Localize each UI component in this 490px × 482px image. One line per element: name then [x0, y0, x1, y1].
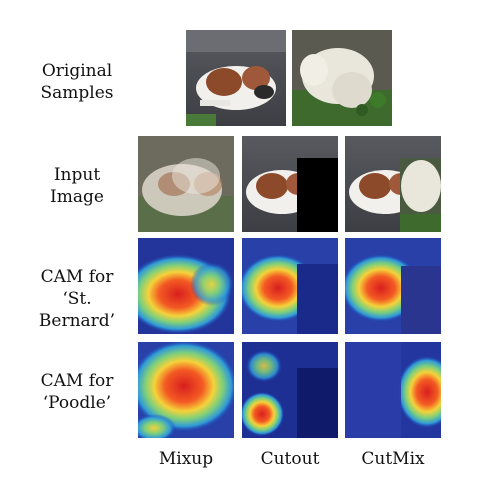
cutmix-cam-st-bernard — [345, 238, 441, 334]
row-label-line: CAM for — [40, 371, 114, 391]
row-label-original: Original Samples — [22, 60, 132, 104]
cutmix-input-image — [345, 136, 441, 232]
cutout-input-image — [242, 136, 338, 232]
row-label-cam-st-bernard: CAM for ‘St. Bernard’ — [22, 266, 132, 332]
mixup-input-image — [138, 136, 234, 232]
column-label-cutmix: CutMix — [361, 449, 425, 469]
mixup-cam-poodle — [138, 342, 234, 438]
original-poodle-image — [292, 30, 392, 126]
row-label-line: Original — [41, 61, 113, 81]
row-label-line: Samples — [40, 83, 114, 103]
row-label-line: CAM for — [40, 267, 114, 287]
row-label-line: ‘Poodle’ — [42, 393, 112, 413]
cutmix-cam-poodle — [345, 342, 441, 438]
row-label-line: ‘St. Bernard’ — [38, 289, 116, 331]
row-label-line: Input — [53, 165, 101, 185]
column-label-mixup: Mixup — [158, 449, 214, 469]
row-label-cam-poodle: CAM for ‘Poodle’ — [22, 370, 132, 414]
column-label-cutout: Cutout — [260, 449, 320, 469]
original-st-bernard-image — [186, 30, 286, 126]
mixup-cam-st-bernard — [138, 238, 234, 334]
cutout-cam-poodle — [242, 342, 338, 438]
row-label-line: Image — [50, 187, 104, 207]
row-label-input: Input Image — [22, 164, 132, 208]
cutout-cam-st-bernard — [242, 238, 338, 334]
